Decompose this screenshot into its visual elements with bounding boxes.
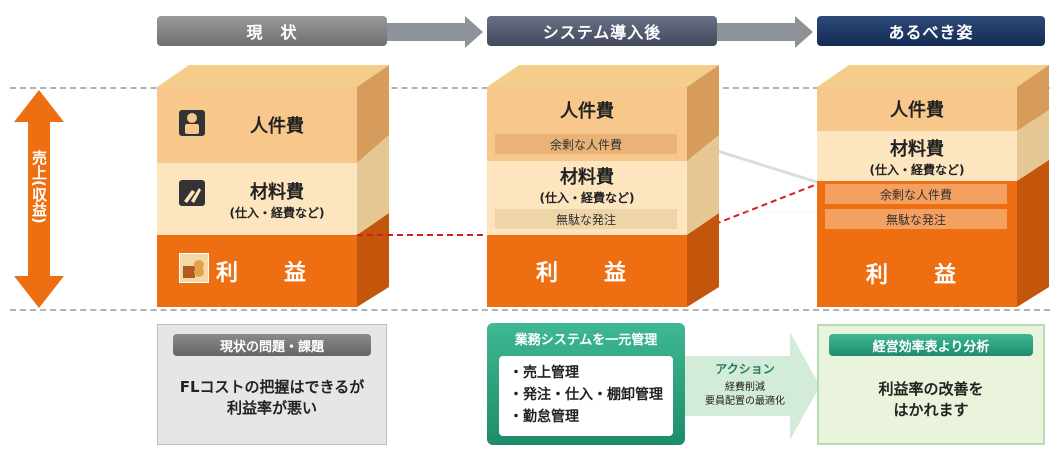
system-box: 業務システムを一元管理 ・売上管理 ・発注・仕入・棚卸管理 ・勤怠管理 [487,323,685,445]
system-item-orders: ・発注・仕入・棚卸管理 [509,387,663,403]
header-arrow-1-head [465,16,483,48]
ideal-result-line1: 利益率の改善を [878,380,984,398]
guide-line-bottom [10,309,1050,311]
revenue-axis-arrow [14,90,64,308]
action-arrow [680,332,820,440]
header-arrow-1 [387,23,467,41]
action-title: アクション [715,362,775,376]
header-ideal: あるべき姿 [817,16,1045,46]
ideal-excess-labor-tag: 余剰な人件費 [825,184,1007,204]
ideal-profit-label: 利 益 [865,263,968,288]
after-material-label: 材料費 [560,167,614,188]
after-material-sub: (仕入・経費など) [539,191,635,205]
current-issue-title: 現状の問題・課題 [173,334,371,356]
system-item-sales: ・売上管理 [509,365,579,381]
current-issue-line1: FLコストの把握はできるが [179,378,365,396]
current-material-label: 材料費 [250,181,304,203]
ideal-result-line2: はかれます [893,401,969,419]
action-line1: 経費削減 [725,382,765,393]
header-arrow-2-head [795,16,813,48]
after-labor-label: 人件費 [560,101,614,122]
ideal-material-label: 材料費 [890,138,944,160]
stack-ideal: 人件費 材料費 (仕入・経費など) 利 益 余剰な人件費 無駄な発注 [817,65,1049,307]
system-box-title: 業務システムを一元管理 [514,333,658,348]
current-issue-line2: 利益率が悪い [226,399,317,417]
person-icon [179,110,205,136]
money-icon [179,253,209,283]
system-list: ・売上管理 ・発注・仕入・棚卸管理 ・勤怠管理 [499,356,673,436]
ideal-result-title: 経営効率表より分析 [829,334,1033,356]
ideal-material-sub: (仕入・経費など) [869,162,965,177]
stack-current: 人件費 材料費 (仕入・経費など) 利 益 [157,65,389,307]
ideal-material-layer: 材料費 (仕入・経費など) [817,131,1017,181]
revenue-axis-label: 売上(収益) [30,150,48,224]
after-profit-layer: 利 益 [487,235,687,307]
header-arrow-2 [717,23,797,41]
system-item-attendance: ・勤怠管理 [509,409,579,425]
ideal-result-box: 経営効率表より分析 利益率の改善を はかれます [817,324,1045,445]
stack-after: 人件費 余剰な人件費 材料費 (仕入・経費など) 無駄な発注 利 益 [487,65,719,307]
ideal-labor-label: 人件費 [890,100,944,121]
after-wasteful-orders-tag: 無駄な発注 [495,209,677,229]
current-issue-box: 現状の問題・課題 FLコストの把握はできるが 利益率が悪い [157,324,387,445]
current-profit-layer: 利 益 [157,235,357,307]
current-profit-label: 利 益 [215,261,318,286]
after-excess-labor-tag: 余剰な人件費 [495,134,677,154]
action-line2: 要員配置の最適化 [705,396,785,407]
wrench-icon [179,180,205,206]
ideal-labor-layer: 人件費 [817,87,1017,131]
ideal-wasteful-orders-tag: 無駄な発注 [825,209,1007,229]
current-material-layer: 材料費 (仕入・経費など) [157,163,357,235]
after-profit-label: 利 益 [535,261,638,286]
header-current: 現 状 [157,16,387,46]
header-after: システム導入後 [487,16,717,46]
current-labor-label: 人件費 [250,116,304,137]
current-material-sub: (仕入・経費など) [229,205,325,220]
